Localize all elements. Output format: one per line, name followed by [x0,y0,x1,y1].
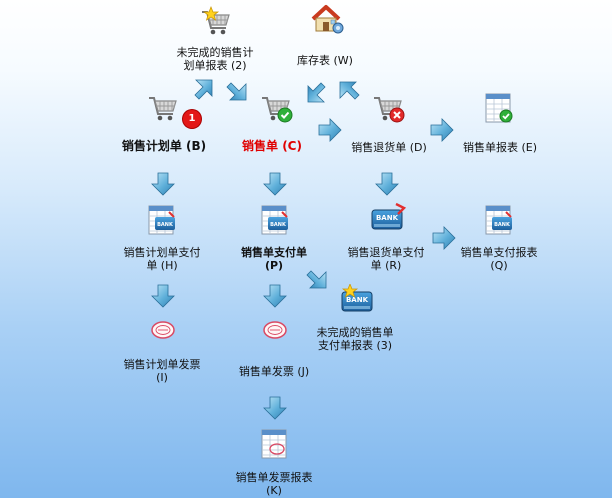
node-invoice-report[interactable]: 销售单发票报表 (K) [218,471,330,497]
node-label: 销售单支付单 (P) [241,246,307,272]
node-label: 销售单发票报表 (K) [235,471,313,497]
node-label: 销售计划单发票 (I) [123,358,201,384]
arrow-up-right [192,78,216,102]
arrow-down [151,172,175,196]
bank-card-report-icon: BANK [260,204,288,236]
invoice-stamp-icon [260,318,290,342]
arrow-right [430,118,454,142]
node-label: 未完成的销售计 划单报表 (2) [176,46,254,72]
arrow-down [375,172,399,196]
node-sales-plan[interactable]: 销售计划单 (B) [104,140,224,153]
node-plan-payment[interactable]: 销售计划单支付 单 (H) [106,246,218,272]
svg-text:BANK: BANK [157,222,174,228]
node-sales-report[interactable]: 销售单报表 (E) [450,141,550,154]
node-unfinished-plan-report[interactable]: 未完成的销售计 划单报表 (2) [160,46,270,72]
node-label: 销售退货单支付 单 (R) [347,246,425,272]
cart-icon [147,92,179,124]
arrow-up-left [338,78,362,102]
arrow-right [318,118,342,142]
node-return-payment[interactable]: 销售退货单支付 单 (R) [330,246,442,272]
node-label: 销售单报表 (E) [462,141,538,154]
invoice-report-icon [260,428,290,460]
arrow-down [263,172,287,196]
invoice-stamp-icon [148,318,178,342]
arrow-down-right [224,80,248,104]
cart-check-icon [261,97,293,123]
node-stock-table[interactable]: 库存表 (W) [280,54,370,67]
arrow-down [151,284,175,308]
node-label: 销售计划单 (B) [121,139,207,153]
node-label: 库存表 (W) [297,54,353,67]
node-label: 销售单支付报表 (Q) [460,246,538,272]
cart-x-icon [373,97,405,123]
node-unfinished-payment-report[interactable]: 未完成的销售单 支付单报表 (3) [300,326,410,352]
node-order-payment[interactable]: 销售单支付单 (P) [222,246,326,272]
house-icon [311,5,344,34]
node-label: 未完成的销售单 支付单报表 (3) [316,326,394,352]
arrow-down [263,284,287,308]
node-payment-report[interactable]: 销售单支付报表 (Q) [446,246,552,272]
node-label: 销售计划单支付 单 (H) [123,246,201,272]
node-plan-invoice[interactable]: 销售计划单发票 (I) [106,358,218,384]
node-order-invoice[interactable]: 销售单发票 (J) [222,365,326,378]
node-label: 销售退货单 (D) [351,141,427,154]
step-badge: 1 [183,110,201,128]
node-sales-order[interactable]: 销售单 (C) [222,140,322,153]
node-label: 销售单发票 (J) [238,365,310,378]
cart-star-icon [200,6,232,38]
node-label: 销售单 (C) [242,139,302,153]
bank-card-icon [370,202,406,236]
arrow-down-left [304,80,328,104]
report-check-icon [484,92,513,123]
bank-card-star-icon [340,284,376,318]
node-sales-return[interactable]: 销售退货单 (D) [334,141,444,154]
bank-card-report-icon: BANK [147,204,175,236]
arrow-down [263,396,287,420]
bank-card-report-icon: BANK [484,204,512,236]
svg-text:BANK: BANK [270,222,287,228]
svg-text:BANK: BANK [494,222,511,228]
